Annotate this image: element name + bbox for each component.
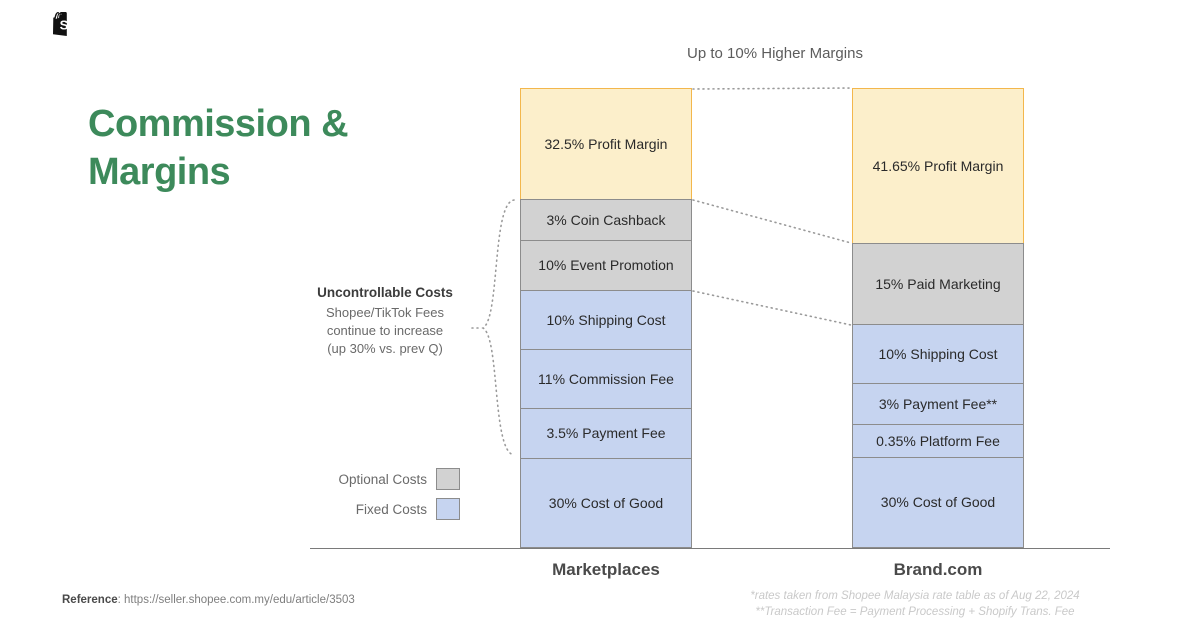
legend-item-fixed-costs: Fixed Costs xyxy=(300,498,460,520)
annotation-line1: Shopee/TikTok Fees xyxy=(325,305,445,320)
footnotes: *rates taken from Shopee Malaysia rate t… xyxy=(700,588,1130,620)
svg-text:S: S xyxy=(60,18,69,33)
bar-segment-shipping-brand: 10% Shipping Cost xyxy=(852,324,1024,384)
legend-item-optional-costs: Optional Costs xyxy=(300,468,460,490)
page-title-line1: Commission & xyxy=(88,103,349,145)
page-title: Commission & Margins xyxy=(88,100,468,196)
footnote-transaction-fee: **Transaction Fee = Payment Processing +… xyxy=(755,606,1075,618)
bar-segment-profit-marketplaces: 32.5% Profit Margin xyxy=(520,88,692,200)
footnote-rates: *rates taken from Shopee Malaysia rate t… xyxy=(750,590,1080,602)
bar-segment-shipping-marketplaces: 10% Shipping Cost xyxy=(520,290,692,350)
uncontrollable-costs-annotation: Uncontrollable Costs Shopee/TikTok Fees … xyxy=(280,284,490,358)
bar-segment-cost-of-good-brand: 30% Cost of Good xyxy=(852,457,1024,548)
legend-label-optional-costs: Optional Costs xyxy=(338,471,427,487)
reference-footer: Reference: https://seller.shopee.com.my/… xyxy=(62,594,355,606)
annotation-title: Uncontrollable Costs xyxy=(317,285,453,300)
reference-url[interactable]: https://seller.shopee.com.my/edu/article… xyxy=(124,594,355,606)
annotation-line3: (up 30% vs. prev Q) xyxy=(327,341,443,356)
axis-label-marketplaces: Marketplaces xyxy=(552,560,660,579)
axis-label-brand: Brand.com xyxy=(893,560,983,579)
reference-label: Reference xyxy=(62,594,118,606)
chart-baseline xyxy=(310,548,1110,549)
bar-segment-event-promotion: 10% Event Promotion xyxy=(520,240,692,291)
shopify-bag-icon: S xyxy=(50,8,80,38)
bar-segment-profit-brand: 41.65% Profit Margin xyxy=(852,88,1024,244)
bar-segment-cost-of-good-marketplaces: 30% Cost of Good xyxy=(520,458,692,548)
annotation-line2: continue to increase xyxy=(326,323,444,338)
bar-segment-paid-marketing: 15% Paid Marketing xyxy=(852,243,1024,325)
bar-segment-platform-fee: 0.35% Platform Fee xyxy=(852,424,1024,458)
legend-swatch-optional-costs xyxy=(436,468,460,490)
legend-swatch-fixed-costs xyxy=(436,498,460,520)
page-title-line2: Margins xyxy=(88,151,231,193)
bar-segment-payment-fee-brand: 3% Payment Fee** xyxy=(852,383,1024,425)
legend-label-fixed-costs: Fixed Costs xyxy=(355,501,427,517)
legend: Optional Costs Fixed Costs xyxy=(300,468,460,528)
bar-segment-commission-fee: 11% Commission Fee xyxy=(520,349,692,409)
bar-segment-coin-cashback: 3% Coin Cashback xyxy=(520,199,692,241)
bar-segment-payment-fee-marketplaces: 3.5% Payment Fee xyxy=(520,408,692,459)
chart-headline: Up to 10% Higher Margins xyxy=(687,45,863,62)
